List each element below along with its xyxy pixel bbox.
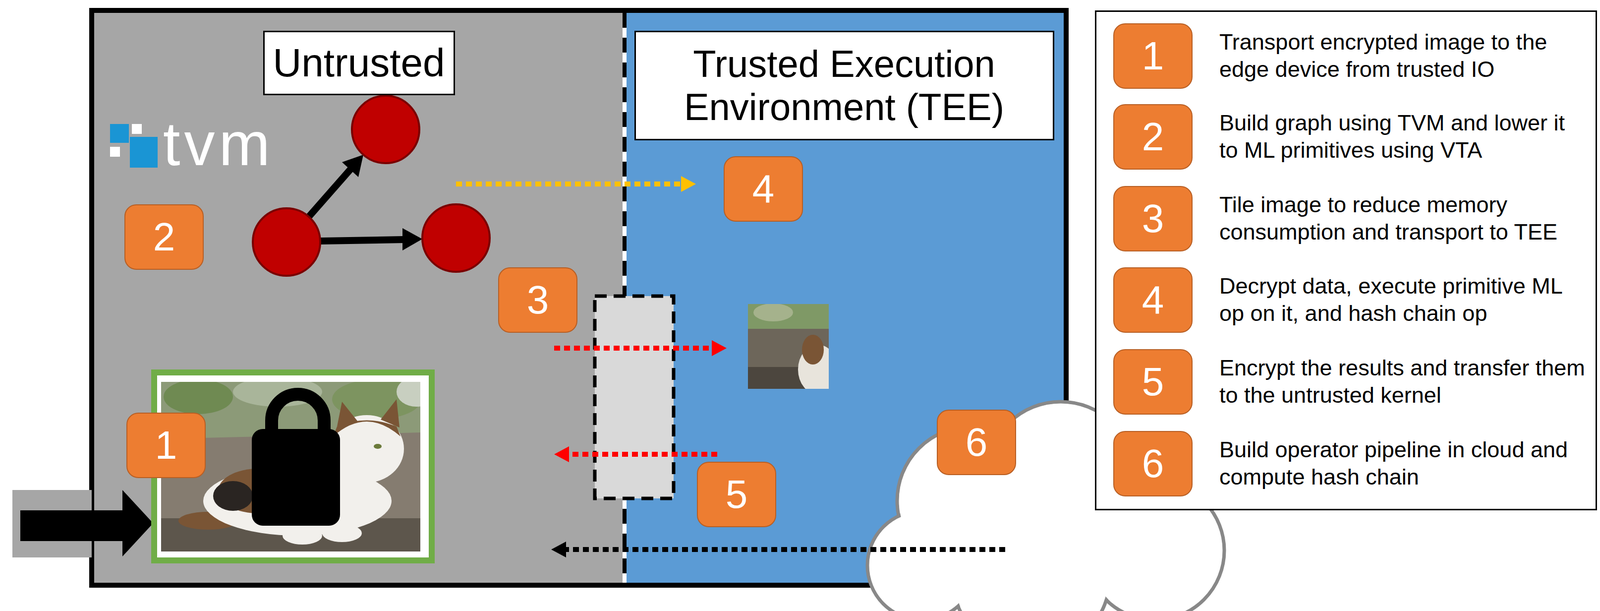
legend-number: 6 (1142, 443, 1165, 484)
graph-drawing-part (252, 208, 321, 276)
encrypted-image-part-part (373, 443, 382, 449)
legend-row: 1 Transport encrypted image to the edge d… (1113, 23, 1590, 89)
frame-regions (91, 10, 1067, 585)
legend-text: Build operator pipeline in cloud and com… (1219, 436, 1589, 491)
image-tile-part (801, 334, 824, 365)
input-arrow (12, 489, 154, 558)
legend-row: 5 Encrypt the results and transfer them t… (1113, 348, 1590, 415)
legend-text: Transport encrypted image to the edge de… (1219, 28, 1589, 84)
legend-row: 2 Build graph using TVM and lower it to M… (1113, 104, 1590, 170)
region-label: Untrusted (273, 40, 446, 86)
tvm-logo-icon-part (129, 136, 158, 168)
data-flow-arrows-part (711, 340, 727, 356)
tvm-logo-text: tvm (163, 113, 275, 175)
graph-drawing-part (422, 204, 490, 272)
callout-number: 6 (965, 422, 988, 462)
graph-drawing-part (308, 167, 352, 217)
graph-drawing-part (320, 239, 404, 241)
legend-swatch: 5 (1113, 348, 1193, 415)
cloud-part-part (869, 512, 975, 611)
callout-number: 5 (725, 474, 748, 515)
encrypted-image-part-part (396, 381, 421, 407)
callout-box: 6 (936, 409, 1017, 475)
callout-box: 2 (124, 204, 204, 270)
cloud-arrow-part (551, 541, 567, 558)
frame-regions-part (91, 10, 625, 585)
encrypted-image-part (251, 428, 341, 526)
tee-label-box: Trusted Execution Environment (TEE) (634, 30, 1055, 141)
legend-text: Encrypt the results and transfer them to… (1219, 354, 1589, 409)
graph-drawing (252, 95, 490, 276)
callout-number: 1 (155, 425, 178, 465)
data-flow-arrows-part (567, 451, 718, 457)
legend-number: 3 (1142, 198, 1165, 239)
legend-swatch: 3 (1113, 185, 1193, 252)
data-flow-arrows-part (554, 345, 714, 351)
legend-swatch: 1 (1113, 23, 1193, 89)
tile-buffer-part (594, 295, 674, 499)
callout-number: 4 (752, 169, 775, 209)
tvm-logo-icon-part (131, 123, 142, 134)
legend-number: 5 (1142, 361, 1165, 402)
cloud-arrow (551, 541, 1006, 558)
legend-number: 1 (1142, 36, 1165, 76)
cloud-arrow-part (565, 546, 1006, 552)
legend-text: Tile image to reduce memory consumption … (1219, 191, 1589, 246)
encrypted-image-part-part (282, 526, 323, 545)
legend-number: 4 (1142, 280, 1165, 320)
data-flow-arrows-part (681, 175, 696, 192)
tvm-logo-icon (110, 123, 158, 168)
legend-number: 2 (1142, 116, 1165, 157)
legend-swatch: 6 (1113, 430, 1193, 497)
data-flow-arrows (456, 175, 727, 462)
encrypted-image-part-part (337, 401, 358, 427)
region-label: Trusted Execution Environment (TEE) (645, 42, 1043, 129)
data-flow-arrows-part (554, 446, 570, 462)
image-tile-part (747, 303, 829, 329)
encrypted-image-part-part (213, 480, 253, 511)
legend-swatch: 4 (1113, 267, 1193, 333)
frame-regions-part (91, 10, 1067, 585)
image-tile (747, 303, 829, 389)
callout-box: 3 (498, 267, 578, 333)
legend-text: Build graph using TVM and lower it to ML… (1219, 109, 1589, 165)
data-flow-arrows-part (456, 181, 684, 187)
encrypted-image-part-part (322, 523, 362, 542)
input-arrow-part (20, 489, 154, 557)
callout-box: 1 (126, 412, 206, 478)
image-tile-part (753, 303, 794, 322)
legend-text: Decrypt data, execute primitive ML op on… (1219, 272, 1589, 328)
untrusted-label-box: Untrusted (263, 30, 456, 96)
legend-box: 1 Transport encrypted image to the edge d… (1094, 10, 1598, 511)
callout-box: 4 (723, 156, 803, 222)
cloud-part-part (953, 497, 1109, 611)
legend-row: 4 Decrypt data, execute primitive ML op o… (1113, 267, 1590, 333)
encrypted-image-part-part (163, 381, 233, 414)
graph-drawing-part (351, 95, 420, 164)
graph-drawing-part (402, 228, 423, 251)
legend-row: 6 Build operator pipeline in cloud and co… (1113, 430, 1590, 497)
encrypted-image-part-part (380, 399, 400, 428)
tvm-logo-icon-part (110, 123, 129, 143)
callout-number: 2 (153, 217, 176, 257)
callout-box: 5 (696, 461, 777, 527)
legend-swatch: 2 (1113, 104, 1193, 170)
legend-row: 3 Tile image to reduce memory consumption… (1113, 185, 1590, 252)
tvm-logo-icon-part (110, 146, 120, 157)
tile-buffer (594, 295, 674, 499)
graph-drawing-part (342, 154, 364, 177)
callout-number: 3 (526, 280, 550, 320)
